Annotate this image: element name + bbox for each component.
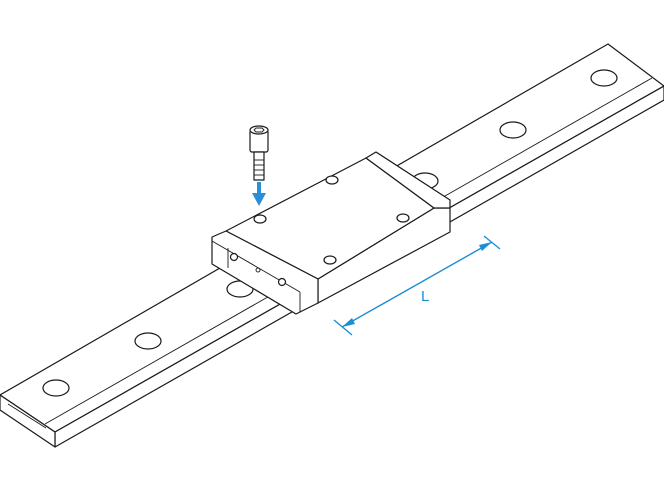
grease-nipple: [255, 267, 261, 273]
block-tapped-hole: [253, 214, 267, 224]
hex-socket: [253, 127, 265, 133]
rail-hole: [590, 69, 618, 87]
rail-hole: [134, 332, 162, 350]
seal-screw: [229, 252, 239, 262]
dimension-extension-start: [333, 319, 353, 336]
block-end-seal: [211, 230, 319, 315]
arrow-head: [252, 193, 266, 206]
seal-screw: [277, 277, 287, 287]
block-tapped-hole: [396, 213, 410, 223]
dimension-extension-end: [483, 235, 501, 250]
cap-screw: [249, 125, 269, 181]
rail-hole: [42, 379, 70, 397]
dimension-arrow-start: [342, 318, 355, 327]
block-tapped-hole: [325, 175, 339, 185]
screw-head-top: [249, 125, 269, 135]
length-dimension: L: [333, 235, 501, 336]
insert-arrow: [252, 182, 266, 206]
dimension-line: [341, 241, 493, 328]
rail-end-chamfer: [7, 403, 47, 429]
carriage-block: [211, 151, 451, 315]
arrow-shaft: [257, 182, 261, 194]
block-rear-seal: [365, 151, 451, 209]
block-tapped-hole: [323, 255, 337, 265]
screw-shank: [253, 151, 265, 181]
dimension-arrow-end: [479, 242, 492, 251]
rail-hole: [499, 121, 527, 139]
dimension-label: L: [421, 288, 429, 305]
